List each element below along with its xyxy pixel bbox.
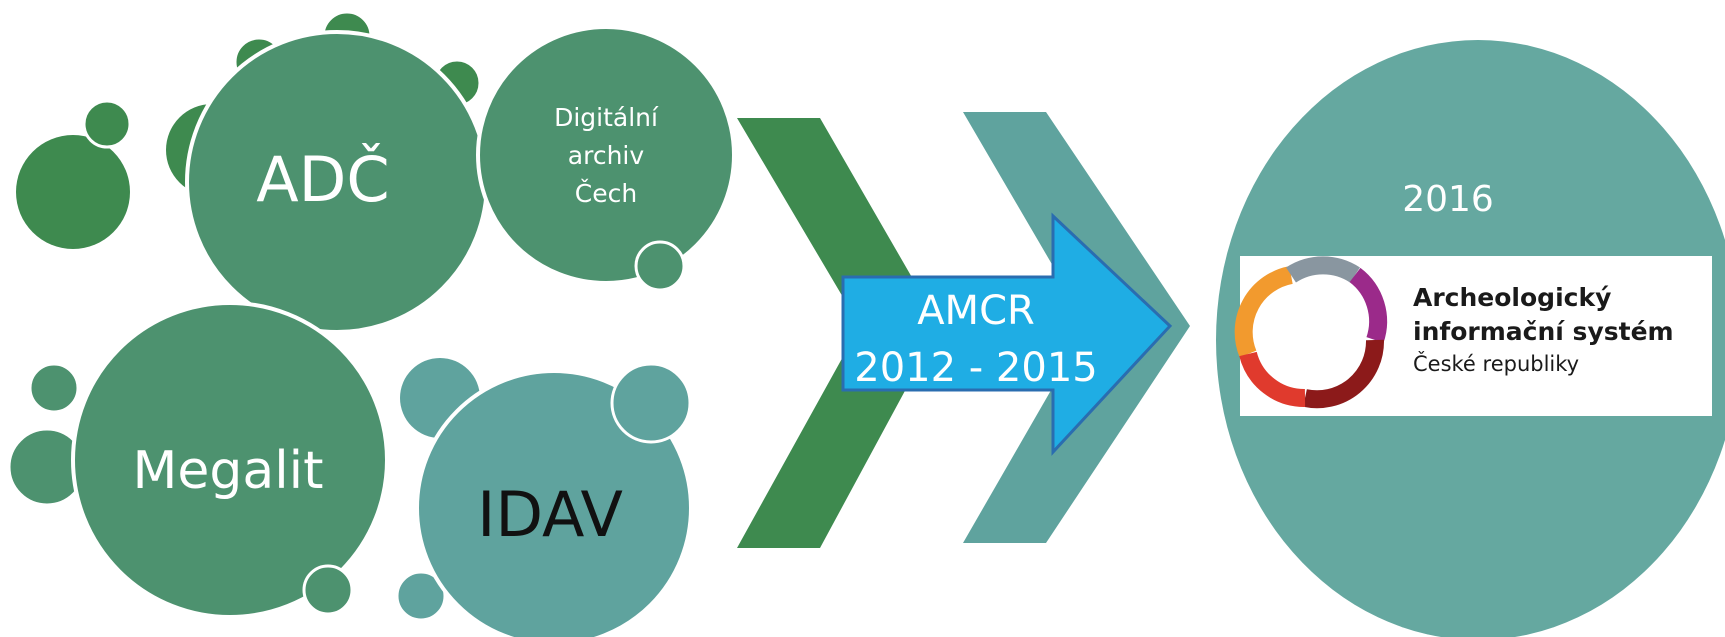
ais-logo-box	[1240, 256, 1712, 416]
bubble	[395, 570, 447, 622]
bubble	[610, 362, 692, 444]
bubble	[302, 564, 354, 616]
digital-archive-line3: Čech	[575, 178, 637, 208]
digital-archive-line1: Digitální	[554, 103, 659, 132]
ais-logo-title1: Archeologický	[1413, 283, 1611, 312]
amcr-label: AMCR	[917, 288, 1035, 334]
ais-logo-icon	[1234, 256, 1388, 409]
bubble	[82, 99, 132, 149]
megalit-circle	[71, 301, 389, 619]
bubble	[634, 240, 686, 292]
bubble	[16, 135, 130, 249]
adc-label: ADČ	[256, 143, 389, 216]
ais-logo-title2: informační systém	[1413, 317, 1674, 346]
digital-archive-circle	[476, 25, 736, 285]
result-year: 2016	[1402, 179, 1494, 220]
digital-archive-line2: archiv	[568, 141, 645, 170]
amcr-arrow	[841, 212, 1173, 456]
amcr-years: 2012 - 2015	[854, 345, 1097, 391]
megalit-label: Megalit	[132, 441, 323, 501]
bubble	[28, 362, 80, 414]
idav-circle	[415, 369, 693, 637]
ais-logo-subtitle: České republiky	[1413, 351, 1579, 376]
idav-label: IDAV	[477, 478, 623, 551]
